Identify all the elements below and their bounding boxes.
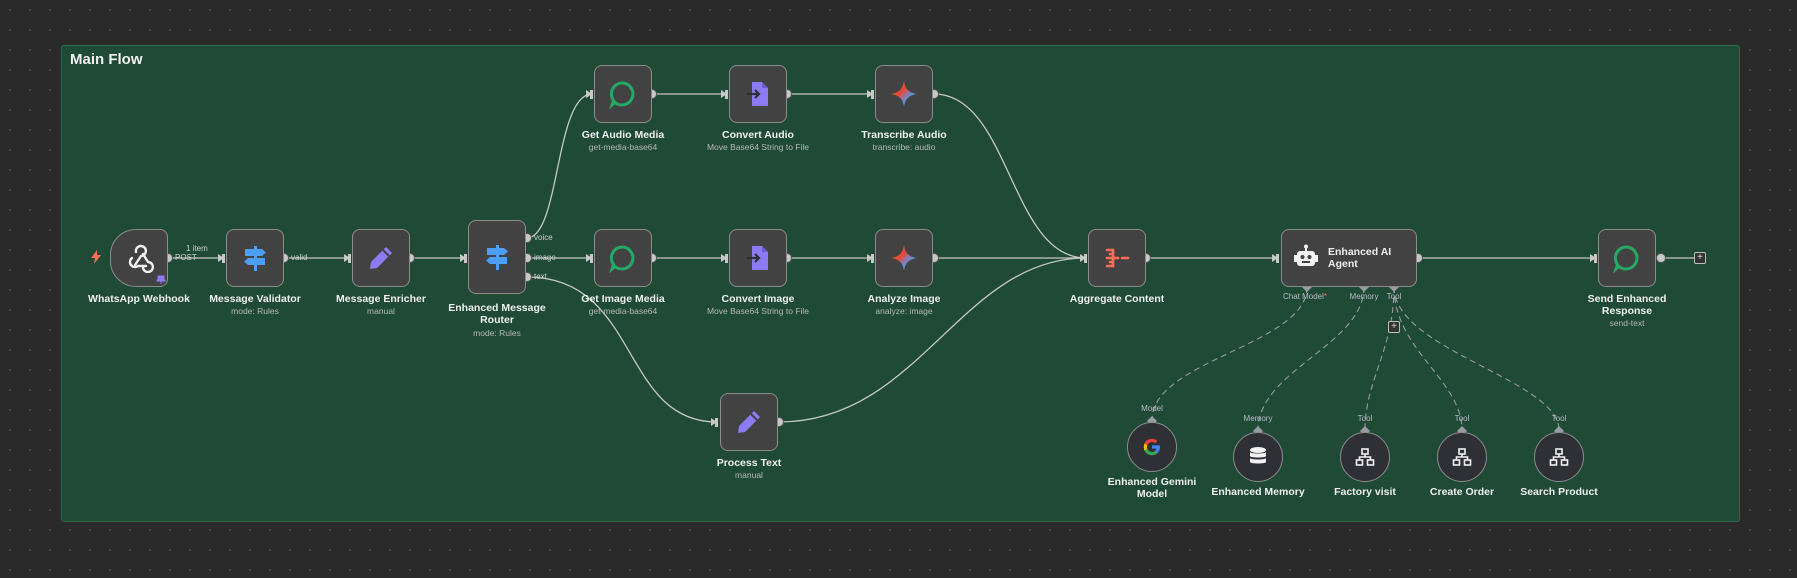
factory-visit-node[interactable] xyxy=(1340,432,1390,482)
node-sublabel: mode: Rules xyxy=(231,306,279,316)
sitemap-icon xyxy=(1549,448,1569,466)
chat-model-handle-label: Chat Model* xyxy=(1282,292,1328,301)
node-label: Convert Audio xyxy=(722,129,794,141)
node-label: Convert Image xyxy=(721,293,795,305)
webhook-icon xyxy=(128,244,154,273)
voice-output-label: voice xyxy=(534,233,553,242)
node-sublabel: Move Base64 String to File xyxy=(706,142,810,152)
trigger-bolt-icon xyxy=(91,250,101,264)
add-tool-button[interactable]: + xyxy=(1388,321,1400,333)
message-enricher-node[interactable] xyxy=(352,229,410,287)
node-label: Enhanced Memory xyxy=(1211,486,1305,498)
memory-handle-label: Memory xyxy=(1349,292,1379,301)
node-label: Message Validator xyxy=(209,293,301,305)
pencil-icon xyxy=(370,247,392,269)
whatsapp-icon xyxy=(609,245,635,273)
post-output-label: POST xyxy=(175,253,197,262)
route-sign-icon xyxy=(244,246,266,271)
message-validator-node[interactable] xyxy=(226,229,284,287)
whatsapp-icon xyxy=(609,81,635,109)
whatsapp-webhook-node[interactable] xyxy=(110,229,168,287)
valid-output-label: valid xyxy=(291,253,308,262)
enhanced-message-router-node[interactable] xyxy=(468,220,526,294)
pencil-icon xyxy=(738,411,760,433)
node-label: Enhanced Gemini Model xyxy=(1107,476,1197,500)
node-label: Get Audio Media xyxy=(581,129,665,141)
node-sublabel: transcribe: audio xyxy=(872,142,936,152)
route-sign-icon xyxy=(486,245,508,270)
database-icon xyxy=(1250,447,1266,464)
robot-icon xyxy=(1294,244,1318,266)
node-label: Enhanced AI Agent xyxy=(1328,246,1392,270)
node-sublabel: Move Base64 String to File xyxy=(706,306,810,316)
node-sublabel: get-media-base64 xyxy=(588,306,658,316)
node-label: Search Product xyxy=(1520,486,1598,498)
tool-handle-label: Tool xyxy=(1551,414,1567,423)
get-image-media-node[interactable] xyxy=(594,229,652,287)
group-title: Main Flow xyxy=(70,51,143,68)
enhanced-ai-agent-node[interactable]: Enhanced AI Agent xyxy=(1281,229,1417,287)
tool-handle-label: Tool xyxy=(1386,292,1402,301)
file-convert-icon xyxy=(747,82,768,106)
enhanced-gemini-model-node[interactable] xyxy=(1127,422,1177,472)
memory-handle-label: Memory xyxy=(1243,414,1273,423)
convert-audio-node[interactable] xyxy=(729,65,787,123)
node-label: Aggregate Content xyxy=(1069,293,1165,305)
tool-handle-label: Tool xyxy=(1357,414,1373,423)
gemini-icon xyxy=(891,81,917,107)
node-label: Send Enhanced Response xyxy=(1587,293,1667,317)
transcribe-audio-node[interactable] xyxy=(875,65,933,123)
node-sublabel: manual xyxy=(367,306,395,316)
file-convert-icon xyxy=(747,246,768,270)
node-sublabel: manual xyxy=(735,470,763,480)
node-label: Create Order xyxy=(1429,486,1495,498)
search-product-node[interactable] xyxy=(1534,432,1584,482)
tool-handle-label: Tool xyxy=(1454,414,1470,423)
add-node-button[interactable]: + xyxy=(1694,252,1706,264)
node-sublabel: mode: Rules xyxy=(473,328,521,338)
node-label: Get Image Media xyxy=(581,293,665,305)
send-enhanced-response-node[interactable] xyxy=(1598,229,1656,287)
google-icon xyxy=(1143,438,1160,456)
sitemap-icon xyxy=(1355,448,1375,466)
analyze-image-node[interactable] xyxy=(875,229,933,287)
node-sublabel: send-text xyxy=(1609,318,1645,328)
aggregate-icon xyxy=(1105,248,1130,268)
node-label: Process Text xyxy=(716,457,782,469)
node-label: Transcribe Audio xyxy=(861,129,947,141)
node-label: Message Enricher xyxy=(336,293,426,305)
node-label: WhatsApp Webhook xyxy=(88,293,190,305)
node-label: Factory visit xyxy=(1334,486,1396,498)
node-sublabel: analyze: image xyxy=(875,306,933,316)
gemini-icon xyxy=(891,245,917,271)
get-audio-media-node[interactable] xyxy=(594,65,652,123)
image-output-label: image xyxy=(534,253,556,262)
convert-image-node[interactable] xyxy=(729,229,787,287)
process-text-node[interactable] xyxy=(720,393,778,451)
enhanced-memory-node[interactable] xyxy=(1233,432,1283,482)
aggregate-content-node[interactable] xyxy=(1088,229,1146,287)
sitemap-icon xyxy=(1452,448,1472,466)
whatsapp-icon xyxy=(1613,245,1639,273)
pin-icon xyxy=(156,275,166,284)
node-label: Enhanced Message Router xyxy=(448,302,546,326)
items-count-label: 1 item xyxy=(186,244,208,253)
text-output-label: text xyxy=(534,272,547,281)
node-label: Analyze Image xyxy=(867,293,941,305)
create-order-node[interactable] xyxy=(1437,432,1487,482)
node-sublabel: get-media-base64 xyxy=(588,142,658,152)
model-handle-label: Model xyxy=(1141,404,1163,413)
